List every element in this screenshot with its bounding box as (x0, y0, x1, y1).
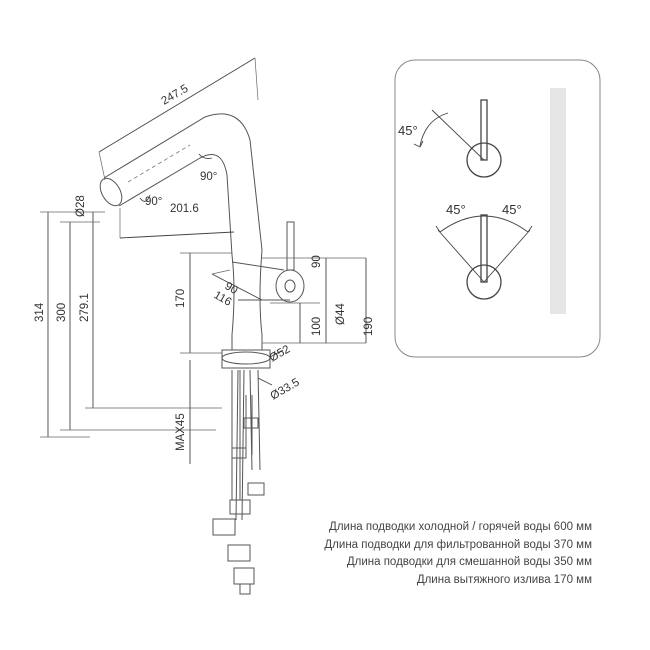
dim-diameter-33-5: Ø33.5 (269, 377, 302, 403)
dim-diameter-28: Ø28 (75, 195, 87, 217)
faucet-outline (99, 113, 305, 595)
angle-top-left-label: 45° (398, 123, 418, 138)
dim-diameter-44: Ø44 (335, 303, 347, 325)
dimension-lines (40, 57, 367, 464)
dim-314: 314 (34, 302, 46, 322)
angle-bottom-right-label: 45° (502, 202, 522, 217)
indicator-bar (550, 88, 566, 314)
dim-diameter-52: Ø52 (268, 343, 293, 364)
dim-90-lever: 90 (311, 255, 323, 268)
dim-201-6: 201.6 (170, 203, 199, 215)
dim-angle-90-elbow: 90° (200, 171, 217, 183)
rotation-diagram-bottom: 45° 45° (435, 202, 533, 300)
dim-angle-90-spout: 90° (145, 196, 162, 208)
note-filtered-hose: Длина подводки для фильтрованной воды 37… (324, 538, 592, 551)
dimension-labels: 247.5 201.6 90° 90° Ø28 314 300 279.1 17… (34, 83, 375, 451)
note-pullout-spout: Длина вытяжного излива 170 мм (416, 573, 592, 586)
dim-279-1: 279.1 (79, 293, 91, 322)
dim-300: 300 (56, 303, 68, 322)
hose-length-notes: Длина подводки холодной / горячей воды 6… (324, 519, 592, 589)
dim-170: 170 (175, 289, 187, 308)
handle-rotation-panel: 45° 45° 45° (394, 59, 601, 358)
dim-190: 190 (363, 317, 375, 336)
dim-90-handle: 90 (223, 280, 240, 297)
dim-max45: MAX45 (175, 413, 187, 451)
rotation-diagram-top: 45° (398, 99, 502, 178)
note-mixed-hose: Длина подводки для смешанной воды 350 мм (346, 556, 592, 568)
note-cold-hot-hose: Длина подводки холодной / горячей воды 6… (329, 521, 592, 533)
dim-100: 100 (311, 317, 323, 336)
panel-border (394, 59, 601, 358)
angle-bottom-left-label: 45° (446, 202, 466, 217)
dim-247-5: 247.5 (160, 83, 191, 108)
